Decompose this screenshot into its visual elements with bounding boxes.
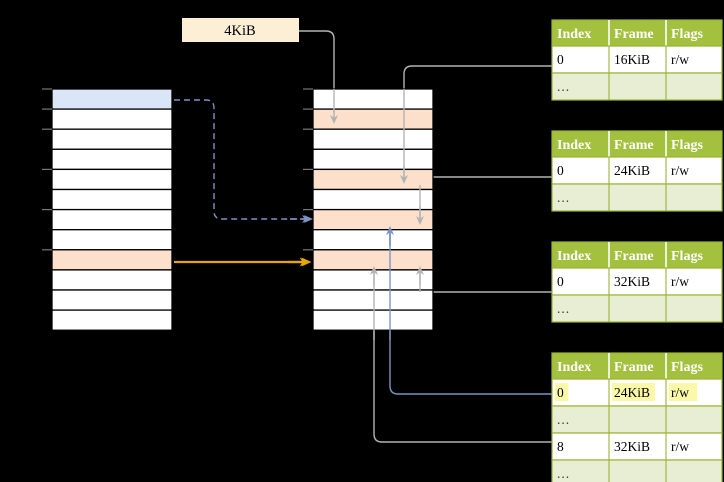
- table-cell: 24KiB: [614, 385, 650, 400]
- page-table-4[interactable]: Index Frame Flags 0 24KiB r/w... 8 32KiB r/w...: [551, 352, 723, 482]
- table-cell: r/w: [671, 385, 689, 400]
- page-size-label-text: 4KiB: [224, 23, 255, 39]
- memory-cell[interactable]: [51, 289, 173, 311]
- memory-cell[interactable]: [312, 208, 434, 231]
- memory-cell[interactable]: [51, 188, 173, 211]
- memory-cell[interactable]: [312, 289, 434, 311]
- table-column-header: Flags: [671, 138, 703, 153]
- table-cell: ...: [557, 301, 570, 316]
- connector-table-4-row-0-to-physical-row-6: [386, 228, 552, 395]
- table-column-header: Flags: [671, 249, 703, 264]
- table-cell: 0: [557, 163, 564, 178]
- table-cell: 8: [557, 439, 564, 454]
- connector-table-1-to-physical-row-4: [400, 65, 552, 182]
- table-cell: 32KiB: [614, 274, 650, 289]
- table-cell: ...: [557, 190, 570, 205]
- table-column-header: Frame: [614, 27, 654, 42]
- connector-size-label-to-physical-row-1: [299, 30, 338, 117]
- table-row[interactable]: [551, 294, 723, 323]
- table-row[interactable]: [551, 156, 723, 185]
- cell-highlight: [612, 383, 655, 401]
- memory-cell[interactable]: [312, 128, 434, 150]
- memory-cell[interactable]: [51, 249, 173, 271]
- memory-cell[interactable]: [312, 88, 434, 110]
- connector-layer-front: [288, 89, 424, 340]
- memory-cell[interactable]: [312, 168, 434, 191]
- page-table-1[interactable]: Index Frame Flags 0 16KiB r/w...: [551, 19, 723, 101]
- cell-highlight: [555, 383, 569, 401]
- memory-cell[interactable]: [51, 128, 173, 150]
- table-column-header: Frame: [614, 138, 654, 153]
- cell-highlight: [669, 383, 698, 401]
- table-cell: r/w: [671, 163, 689, 178]
- memory-cell[interactable]: [51, 269, 173, 291]
- memory-cell[interactable]: [312, 108, 434, 130]
- memory-cell[interactable]: [312, 269, 434, 291]
- table-column-header: Frame: [614, 360, 654, 375]
- memory-cell[interactable]: [312, 249, 434, 271]
- table-column-header: Frame: [614, 249, 654, 264]
- physical-memory-column[interactable]: [303, 88, 434, 331]
- table-row[interactable]: [551, 432, 723, 461]
- memory-cell[interactable]: [312, 309, 434, 331]
- table-cell: 0: [557, 385, 564, 400]
- page-table-2[interactable]: Index Frame Flags 0 24KiB r/w...: [551, 130, 723, 212]
- connector-virtual-row-0-to-physical-row-6: [174, 99, 311, 223]
- table-cell: 16KiB: [614, 52, 650, 67]
- table-cell: ...: [557, 79, 570, 94]
- connector-table-4-row-2-to-physical-row-8: [370, 268, 552, 443]
- table-cell: 24KiB: [614, 163, 650, 178]
- table-cell: ...: [557, 466, 570, 481]
- table-row[interactable]: [551, 405, 723, 434]
- table-row[interactable]: [551, 183, 723, 212]
- table-cell: 32KiB: [614, 439, 650, 454]
- page-table-3[interactable]: Index Frame Flags 0 32KiB r/w...: [551, 241, 723, 323]
- memory-cell[interactable]: [51, 108, 173, 130]
- table-column-header: Index: [557, 138, 591, 153]
- table-column-header: Flags: [671, 360, 703, 375]
- table-column-header: Flags: [671, 27, 703, 42]
- memory-cell[interactable]: [312, 188, 434, 211]
- table-cell: r/w: [671, 439, 689, 454]
- table-column-header: Index: [557, 360, 591, 375]
- table-cell: 0: [557, 52, 564, 67]
- memory-cell[interactable]: [51, 88, 173, 110]
- memory-cell[interactable]: [51, 148, 173, 171]
- memory-cell[interactable]: [51, 309, 173, 331]
- memory-cell[interactable]: [312, 229, 434, 251]
- connector-table-2-to-physical-row-6: [416, 176, 552, 223]
- table-column-header: Index: [557, 27, 591, 42]
- memory-cell[interactable]: [51, 168, 173, 191]
- virtual-address-space-column[interactable]: [42, 88, 173, 331]
- table-row[interactable]: [551, 72, 723, 101]
- table-cell: r/w: [671, 274, 689, 289]
- memory-cell[interactable]: [51, 229, 173, 251]
- memory-cell[interactable]: [51, 208, 173, 231]
- table-cell: 0: [557, 274, 564, 289]
- table-row[interactable]: [551, 267, 723, 296]
- table-cell: ...: [557, 412, 570, 427]
- page-size-label: 4KiB: [182, 18, 299, 42]
- table-column-header: Index: [557, 249, 591, 264]
- memory-cell[interactable]: [312, 148, 434, 171]
- table-row[interactable]: [551, 459, 723, 482]
- connector-table-3-to-physical-row-8: [416, 268, 552, 293]
- table-cell: r/w: [671, 52, 689, 67]
